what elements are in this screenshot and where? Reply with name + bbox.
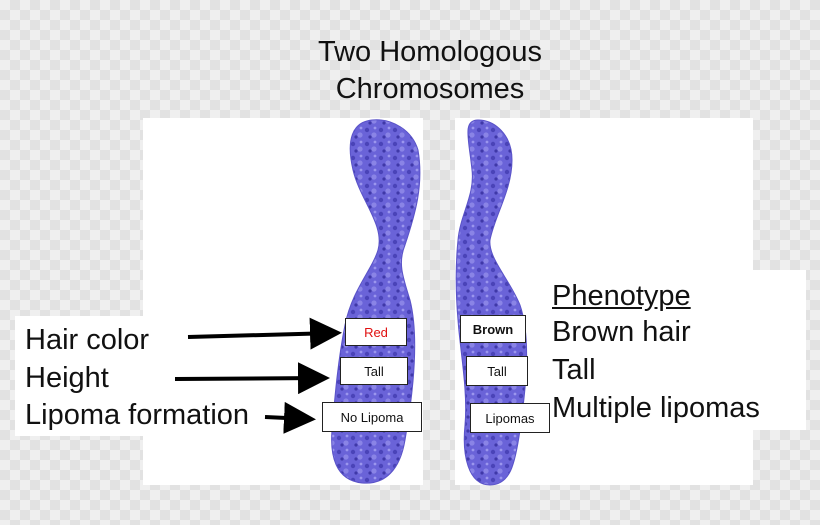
right-allele-height: Tall <box>466 356 528 386</box>
arrow-lipoma <box>264 401 316 434</box>
left-allele-height-label: Tall <box>364 363 384 379</box>
right-allele-height-label: Tall <box>487 363 507 379</box>
left-chromosome <box>331 119 421 484</box>
right-allele-lipoma-label: Lipomas <box>485 410 535 426</box>
arrow-height <box>174 362 330 395</box>
trait-height: Height <box>25 362 109 394</box>
phenotype-hair: Brown hair <box>552 316 691 348</box>
phenotype-lipomas: Multiple lipomas <box>552 392 760 424</box>
phenotype-panel <box>545 270 806 430</box>
phenotype-height: Tall <box>552 354 596 386</box>
trait-lipoma-formation: Lipoma formation <box>25 399 250 431</box>
arrow-hair-color <box>187 317 342 350</box>
right-chromosome <box>455 119 528 486</box>
phenotype-heading: Phenotype <box>552 280 691 312</box>
left-allele-lipoma-label: No Lipoma <box>340 409 404 425</box>
right-allele-hair: Brown <box>460 315 526 343</box>
diagram-title: Two Homologous Chromosomes <box>260 34 600 108</box>
title-line-2: Chromosomes <box>335 73 525 105</box>
right-allele-lipoma: Lipomas <box>470 403 550 433</box>
left-allele-lipoma: No Lipoma <box>322 402 422 432</box>
left-allele-height: Tall <box>340 357 408 385</box>
trait-hair-color: Hair color <box>25 324 150 356</box>
title-line-1: Two Homologous <box>317 36 543 68</box>
left-allele-hair: Red <box>345 318 407 346</box>
left-allele-hair-label: Red <box>364 324 388 340</box>
right-allele-hair-label: Brown <box>472 321 514 337</box>
